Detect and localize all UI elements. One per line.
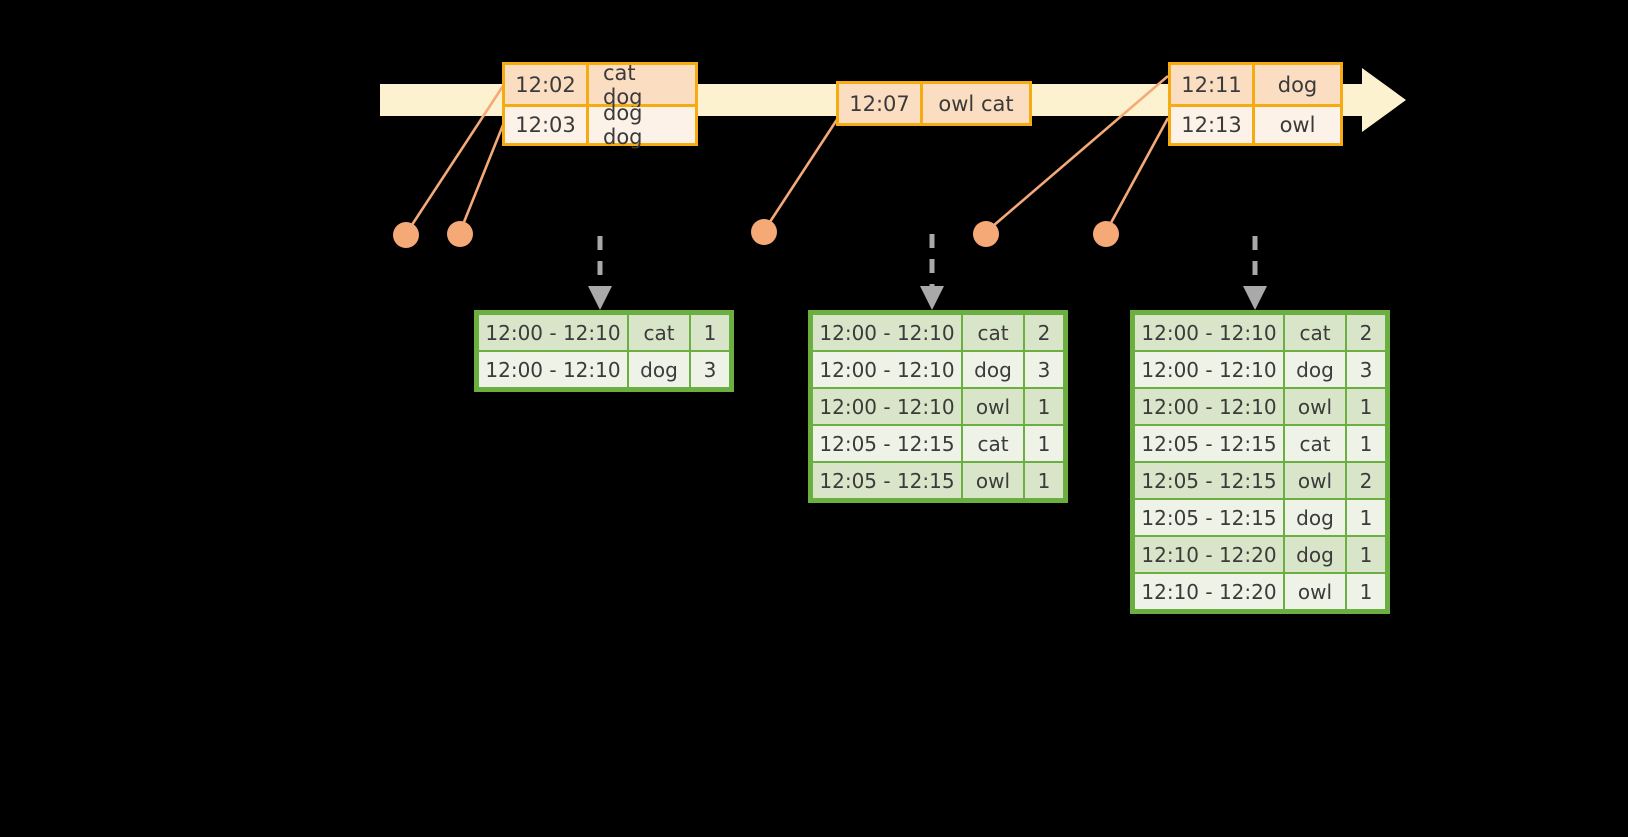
cell-window: 12:00 - 12:10	[1135, 389, 1283, 424]
marker-12-02-dot	[393, 222, 419, 248]
cell-key: owl	[1285, 389, 1345, 424]
cell-count: 2	[1347, 463, 1385, 498]
cell-key: dog	[963, 352, 1023, 387]
table-row[interactable]: 12:00 - 12:10 cat 2	[812, 314, 1064, 351]
cell-count: 1	[691, 315, 729, 350]
cell-key: cat	[963, 426, 1023, 461]
leader-line-12-07	[762, 117, 840, 232]
table-row[interactable]: 12:10 - 12:20 dog 1	[1134, 536, 1386, 573]
cell-count: 1	[1347, 537, 1385, 572]
cell-window: 12:00 - 12:10	[813, 315, 961, 350]
cell-window: 12:05 - 12:15	[1135, 426, 1283, 461]
table-row[interactable]: 12:10 - 12:20 owl 1	[1134, 573, 1386, 610]
cell-window: 12:05 - 12:15	[813, 426, 961, 461]
table-row[interactable]: 12:00 - 12:10 owl 1	[812, 388, 1064, 425]
cell-key: cat	[1285, 426, 1345, 461]
cell-key: owl	[963, 389, 1023, 424]
leader-line-12-13	[1104, 117, 1170, 233]
cell-key: cat	[629, 315, 689, 350]
event-words: owl cat	[923, 84, 1029, 123]
cell-count: 2	[1347, 315, 1385, 350]
event-group-2[interactable]: 12:07 owl cat	[836, 81, 1032, 126]
table-row[interactable]: 12:00 - 12:10 owl 1	[1134, 388, 1386, 425]
cell-key: cat	[963, 315, 1023, 350]
dashed-arrow-head-3	[1243, 286, 1267, 310]
result-table-after-1207[interactable]: 12:00 - 12:10 cat 2 12:00 - 12:10 dog 3 …	[808, 310, 1068, 503]
marker-12-03-dot	[447, 221, 473, 247]
table-row[interactable]: 12:05 - 12:15 dog 1	[1134, 499, 1386, 536]
cell-key: dog	[1285, 537, 1345, 572]
table-row[interactable]: 12:00 - 12:10 cat 1	[478, 314, 730, 351]
event-time: 12:03	[505, 107, 589, 143]
event-row[interactable]: 12:11 dog	[1171, 65, 1340, 104]
cell-count: 1	[1347, 426, 1385, 461]
marker-12-13-dot	[1093, 221, 1119, 247]
cell-key: dog	[1285, 500, 1345, 535]
cell-window: 12:00 - 12:10	[813, 352, 961, 387]
event-row[interactable]: 12:07 owl cat	[839, 84, 1029, 123]
cell-count: 3	[1347, 352, 1385, 387]
cell-window: 12:00 - 12:10	[479, 352, 627, 387]
cell-window: 12:05 - 12:15	[813, 463, 961, 498]
cell-key: dog	[1285, 352, 1345, 387]
event-time: 12:13	[1171, 107, 1255, 143]
cell-window: 12:00 - 12:10	[1135, 352, 1283, 387]
cell-count: 1	[1347, 500, 1385, 535]
cell-key: owl	[1285, 463, 1345, 498]
timeline-arrowhead-icon	[1362, 68, 1406, 132]
table-row[interactable]: 12:05 - 12:15 cat 1	[812, 425, 1064, 462]
table-row[interactable]: 12:05 - 12:15 owl 2	[1134, 462, 1386, 499]
event-time: 12:11	[1171, 65, 1255, 104]
cell-key: cat	[1285, 315, 1345, 350]
event-words: owl	[1255, 107, 1340, 143]
cell-count: 1	[1347, 574, 1385, 609]
cell-window: 12:05 - 12:15	[1135, 463, 1283, 498]
table-row[interactable]: 12:00 - 12:10 cat 2	[1134, 314, 1386, 351]
cell-count: 2	[1025, 315, 1063, 350]
event-time: 12:07	[839, 84, 923, 123]
cell-count: 3	[691, 352, 729, 387]
event-words: dog dog	[589, 101, 695, 149]
event-words: cat dog	[589, 61, 695, 109]
dashed-arrow-head-1	[588, 286, 612, 310]
event-row[interactable]: 12:13 owl	[1171, 104, 1340, 143]
event-group-1[interactable]: 12:02 cat dog 12:03 dog dog	[502, 61, 698, 149]
marker-12-11-dot	[973, 221, 999, 247]
cell-window: 12:05 - 12:15	[1135, 500, 1283, 535]
result-table-after-1203[interactable]: 12:00 - 12:10 cat 1 12:00 - 12:10 dog 3	[474, 310, 734, 392]
event-row[interactable]: 12:03 dog dog	[505, 101, 695, 149]
cell-count: 3	[1025, 352, 1063, 387]
cell-key: owl	[963, 463, 1023, 498]
marker-dot-group	[393, 219, 1119, 248]
result-table-after-1213[interactable]: 12:00 - 12:10 cat 2 12:00 - 12:10 dog 3 …	[1130, 310, 1390, 614]
table-row[interactable]: 12:00 - 12:10 dog 3	[1134, 351, 1386, 388]
table-row[interactable]: 12:00 - 12:10 dog 3	[478, 351, 730, 388]
event-group-3[interactable]: 12:11 dog 12:13 owl	[1168, 62, 1343, 146]
cell-key: owl	[1285, 574, 1345, 609]
event-words: dog	[1255, 65, 1340, 104]
cell-count: 1	[1025, 389, 1063, 424]
table-row[interactable]: 12:05 - 12:15 cat 1	[1134, 425, 1386, 462]
cell-window: 12:10 - 12:20	[1135, 574, 1283, 609]
event-time: 12:02	[505, 65, 589, 104]
cell-count: 1	[1025, 426, 1063, 461]
cell-window: 12:10 - 12:20	[1135, 537, 1283, 572]
leader-line-12-03	[458, 124, 505, 233]
cell-key: dog	[629, 352, 689, 387]
table-row[interactable]: 12:00 - 12:10 dog 3	[812, 351, 1064, 388]
cell-count: 1	[1025, 463, 1063, 498]
cell-window: 12:00 - 12:10	[1135, 315, 1283, 350]
cell-window: 12:00 - 12:10	[813, 389, 961, 424]
marker-12-07-dot	[751, 219, 777, 245]
event-row[interactable]: 12:02 cat dog	[505, 61, 695, 109]
dashed-arrow-head-2	[920, 286, 944, 310]
cell-count: 1	[1347, 389, 1385, 424]
cell-window: 12:00 - 12:10	[479, 315, 627, 350]
table-row[interactable]: 12:05 - 12:15 owl 1	[812, 462, 1064, 499]
